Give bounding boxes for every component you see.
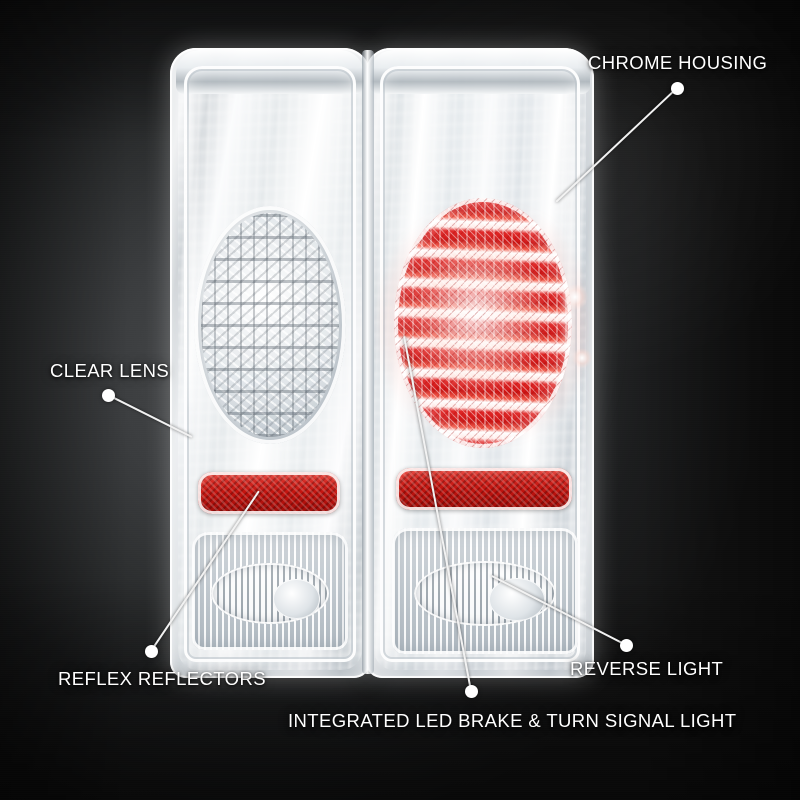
callout-label-chrome-housing: CHROME HOUSING xyxy=(588,52,768,73)
lamp-seam xyxy=(362,50,374,674)
right-reverse-light xyxy=(392,528,578,654)
right-led-sparkle-b xyxy=(572,348,592,368)
callout-dot-chrome-housing xyxy=(670,81,684,95)
tail-light-pair xyxy=(170,48,594,678)
left-reverse-bulb xyxy=(273,579,320,620)
right-top-rim-highlight xyxy=(370,50,590,94)
callout-dot-reflex-reflectors xyxy=(144,644,158,658)
callout-dot-reverse-light xyxy=(619,638,633,652)
right-led-pod xyxy=(394,198,572,448)
callout-label-reverse-light: REVERSE LIGHT xyxy=(570,658,724,679)
right-led-speckle xyxy=(394,198,572,448)
left-tail-light xyxy=(170,48,370,678)
right-led-hotspot xyxy=(394,198,572,448)
right-led-sparkle-a xyxy=(562,284,588,310)
callout-dot-integrated-led-brake-turn-signal-light xyxy=(464,684,478,698)
left-led-facets-cross xyxy=(201,213,339,437)
left-top-rim-highlight xyxy=(176,50,364,94)
left-reflex-reflector xyxy=(198,472,340,514)
left-reverse-light xyxy=(192,532,348,650)
callout-label-reflex-reflectors: REFLEX REFLECTORS xyxy=(58,668,266,689)
callout-dot-clear-lens xyxy=(101,388,115,402)
left-led-facets xyxy=(201,213,339,437)
left-specular-streak xyxy=(186,108,196,408)
right-specular-streak xyxy=(564,88,576,418)
left-led-pod xyxy=(194,206,346,444)
right-reflex-reflector xyxy=(396,468,572,510)
callout-label-clear-lens: CLEAR LENS xyxy=(50,360,170,381)
right-tail-light xyxy=(366,48,594,678)
right-led-lens-illuminated xyxy=(394,198,572,448)
callout-label-integrated-led-brake-turn-signal-light: INTEGRATED LED BRAKE & TURN SIGNAL LIGHT xyxy=(288,710,737,731)
